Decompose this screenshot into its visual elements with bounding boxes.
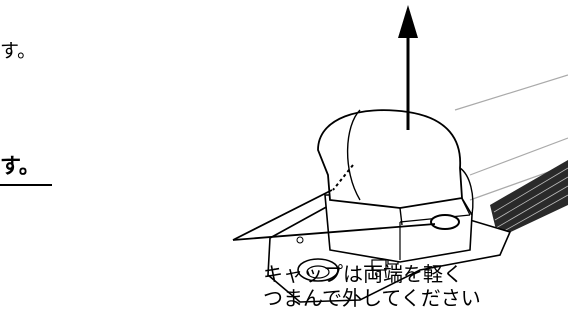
- pinch-marker-oval: [430, 214, 460, 230]
- instruction-line-1: す。: [0, 40, 37, 62]
- cap: [317, 109, 463, 209]
- callout-note: キャップは両端を軽く つまんで外してください: [263, 262, 481, 310]
- arrow-up-icon: [398, 5, 418, 38]
- callout-leaders: [232, 189, 436, 241]
- callout-note-line-1: キャップは両端を軽く: [263, 262, 463, 286]
- pinch-marker-dashed: [332, 164, 354, 191]
- mount-hole: [297, 258, 339, 282]
- rail-stripes: [490, 160, 568, 238]
- instruction-line-2-underlined: す。: [0, 150, 52, 186]
- callout-note-line-2: つまんで外してください: [263, 286, 481, 310]
